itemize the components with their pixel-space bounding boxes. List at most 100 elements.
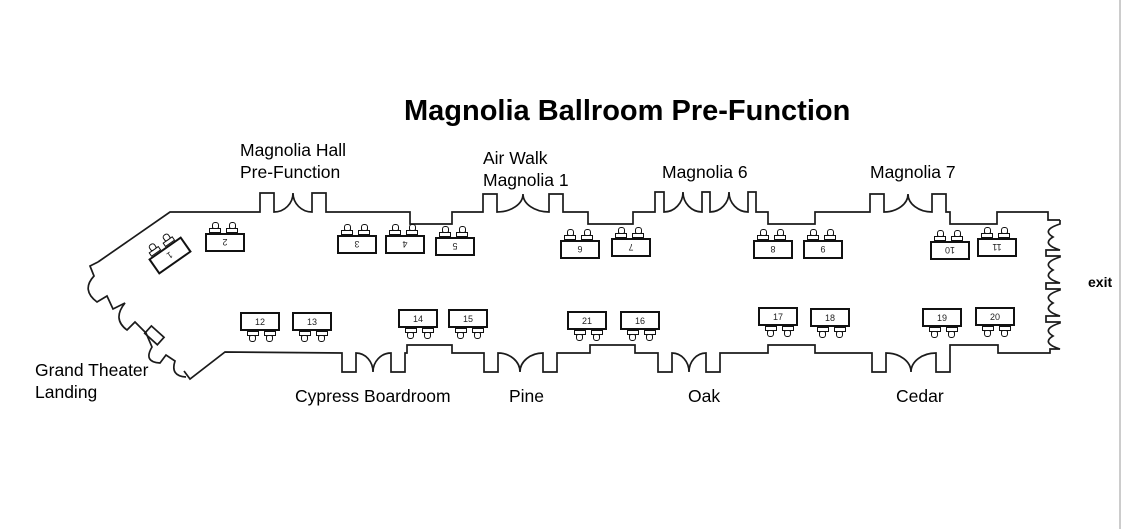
chair: [981, 233, 993, 238]
chair: [757, 235, 769, 240]
chair: [574, 330, 586, 341]
label-cedar: Cedar: [896, 386, 944, 406]
table-18: 18: [810, 308, 850, 338]
chair: [774, 235, 786, 240]
chair: [946, 327, 958, 338]
chair: [615, 233, 627, 238]
table-12: 12: [240, 312, 280, 342]
table-number: 7: [628, 242, 634, 253]
chair: [564, 235, 576, 240]
chair: [247, 331, 259, 342]
chair: [817, 327, 829, 338]
chair: [782, 326, 794, 337]
table-8: 8: [753, 235, 793, 259]
table-number: 11: [992, 242, 1002, 253]
table-number: 6: [577, 244, 583, 255]
label-pine: Pine: [509, 386, 545, 406]
chair: [807, 235, 819, 240]
grand-theater-scallop: [87, 261, 187, 378]
table-number: 20: [989, 311, 1000, 322]
label-magnolia-6: Magnolia 6: [662, 162, 748, 182]
table-6: 6: [560, 235, 600, 259]
table-number: 16: [634, 315, 645, 326]
table-number: 1: [165, 249, 175, 262]
plan-title: Magnolia Ballroom Pre-Function: [404, 95, 851, 127]
table-number: 15: [462, 313, 473, 324]
table-21: 21: [567, 311, 607, 341]
table-number: 18: [824, 312, 835, 323]
table-17: 17: [758, 307, 798, 337]
chair: [405, 328, 417, 339]
chair: [299, 331, 311, 342]
chair: [834, 327, 846, 338]
chair: [581, 235, 593, 240]
table-20: 20: [975, 307, 1015, 337]
chair: [455, 328, 467, 339]
table-number: 4: [402, 239, 408, 250]
chair: [422, 328, 434, 339]
table-number: 21: [581, 315, 592, 326]
chair: [358, 230, 370, 235]
chair: [148, 245, 162, 257]
chair: [264, 331, 276, 342]
chair: [209, 228, 221, 233]
chair: [226, 228, 238, 233]
chair: [998, 233, 1010, 238]
chair: [934, 236, 946, 241]
table-11: 11: [977, 233, 1017, 257]
chair: [644, 330, 656, 341]
chair: [999, 326, 1011, 337]
chair: [406, 230, 418, 235]
table-16: 16: [620, 311, 660, 341]
table-number: 12: [254, 316, 265, 327]
corridor-top-wall: [97, 191, 1060, 263]
table-4: 4: [385, 230, 425, 254]
chair: [627, 330, 639, 341]
table-number: 9: [820, 244, 826, 255]
chair: [472, 328, 484, 339]
corridor-exit-and-bottom-wall: [183, 220, 1061, 381]
chair: [389, 230, 401, 235]
label-oak: Oak: [688, 386, 721, 406]
chair: [341, 230, 353, 235]
table-10: 10: [930, 236, 970, 260]
table-19: 19: [922, 308, 962, 338]
chair: [439, 232, 451, 237]
chair: [591, 330, 603, 341]
table-2: 2: [205, 228, 245, 252]
table-number: 8: [770, 244, 776, 255]
door-leaf: [143, 324, 166, 346]
label-magnolia-7: Magnolia 7: [870, 162, 956, 182]
table-number: 14: [412, 313, 423, 324]
chair: [162, 236, 176, 248]
label-cypress-boardroom: Cypress Boardroom: [295, 386, 451, 406]
table-9: 9: [803, 235, 843, 259]
table-number: 19: [936, 312, 947, 323]
chair: [982, 326, 994, 337]
table-5: 5: [435, 232, 475, 256]
table-number: 13: [306, 316, 317, 327]
label-grand-theater-landing: Grand Theater Landing: [35, 360, 149, 402]
page-edge-line: [1119, 0, 1121, 529]
table-number: 5: [452, 241, 458, 252]
table-number: 2: [222, 237, 228, 248]
table-number: 10: [945, 245, 956, 256]
chair: [765, 326, 777, 337]
chair: [316, 331, 328, 342]
table-15: 15: [448, 309, 488, 339]
table-7: 7: [611, 233, 651, 257]
chair: [456, 232, 468, 237]
chair: [632, 233, 644, 238]
chair: [824, 235, 836, 240]
table-14: 14: [398, 309, 438, 339]
chair: [951, 236, 963, 241]
label-air-walk-magnolia-1: Air Walk Magnolia 1: [483, 148, 569, 190]
table-13: 13: [292, 312, 332, 342]
table-number: 17: [772, 311, 783, 322]
table-3: 3: [337, 230, 377, 254]
label-exit: exit: [1088, 274, 1113, 290]
chair: [929, 327, 941, 338]
table-number: 3: [354, 239, 360, 250]
